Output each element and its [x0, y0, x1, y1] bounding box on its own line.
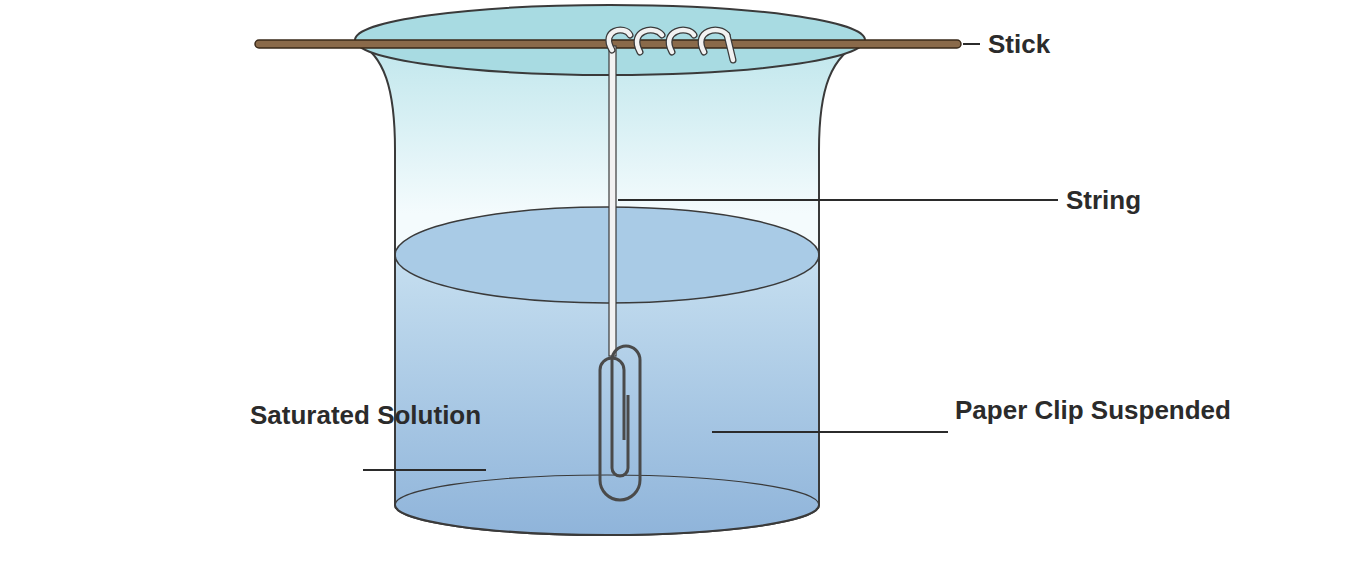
beaker-body: [355, 40, 865, 535]
beaker-wall: [394, 150, 396, 505]
part-label: Saturated Solution: [250, 400, 481, 430]
string: [609, 46, 616, 356]
paper-clip: [600, 346, 640, 500]
part-label: Paper Clip Suspended: [955, 395, 1231, 425]
string-winding: [609, 30, 733, 60]
part-label: String: [1066, 185, 1141, 215]
part-label: Stick: [988, 29, 1050, 59]
liquid-surface: [395, 207, 819, 303]
beaker-bottom-back: [395, 475, 819, 505]
beaker-bottom: [395, 505, 819, 535]
beaker-wall: [818, 150, 820, 505]
string-winding: [609, 30, 733, 60]
